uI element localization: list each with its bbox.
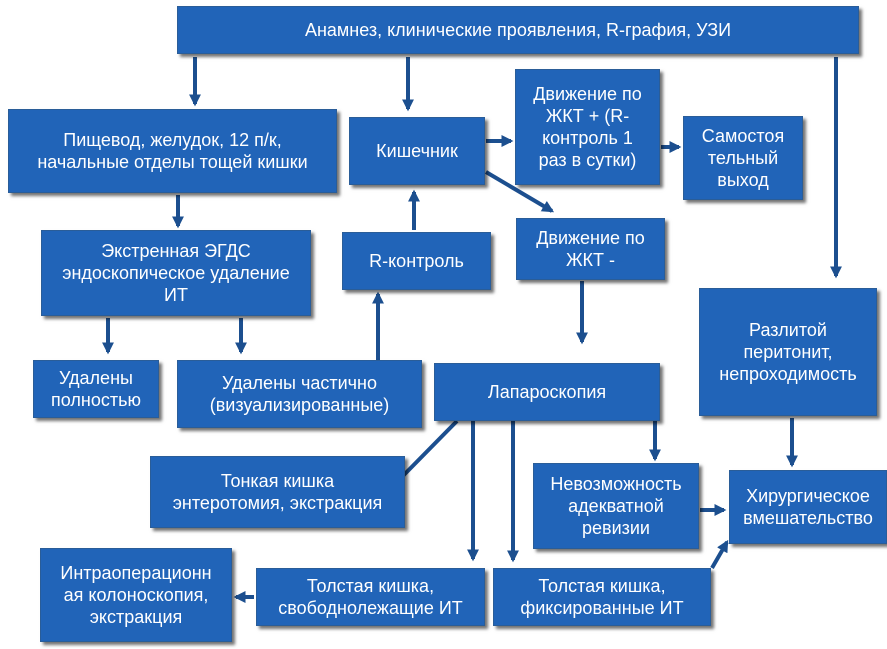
box-movement-plus: Движение по ЖКТ + (R- контроль 1 раз в с… xyxy=(515,69,660,185)
box-laparoscopy: Лапароскопия xyxy=(434,363,660,421)
box-peritonitis: Разлитой перитонит, непроходимость xyxy=(699,288,877,416)
box-removed-full: Удалены полностью xyxy=(33,360,159,418)
box-self-exit: Самостоя тельный выход xyxy=(683,116,803,200)
box-upper-gi: Пищевод, желудок, 12 п/к, начальные отде… xyxy=(8,109,337,193)
box-surgery: Хирургическое вмешательство xyxy=(729,470,887,544)
box-anamnesis: Анамнез, клинические проявления, R-графи… xyxy=(177,6,859,54)
box-small-intestine: Тонкая кишка энтеротомия, экстракция xyxy=(150,456,405,528)
box-r-control: R-контроль xyxy=(342,232,491,290)
arrow-colon-fixed-to-surgery xyxy=(710,539,729,569)
box-intestine: Кишечник xyxy=(349,117,485,185)
box-no-revision: Невозможность адекватной ревизии xyxy=(533,463,699,549)
box-movement-minus: Движение по ЖКТ - xyxy=(516,218,665,280)
box-removed-partial: Удалены частично (визуализированные) xyxy=(177,360,422,428)
arrow-intestine-to-movement-minus xyxy=(484,170,555,213)
box-colon-free: Толстая кишка, свободнолежащие ИТ xyxy=(256,568,485,626)
box-egds: Экстренная ЭГДС эндоскопическое удаление… xyxy=(41,230,311,316)
box-colon-fixed: Толстая кишка, фиксированные ИТ xyxy=(493,568,711,626)
box-colonoscopy: Интраоперационн ая колоноскопия, экстрак… xyxy=(40,548,232,642)
